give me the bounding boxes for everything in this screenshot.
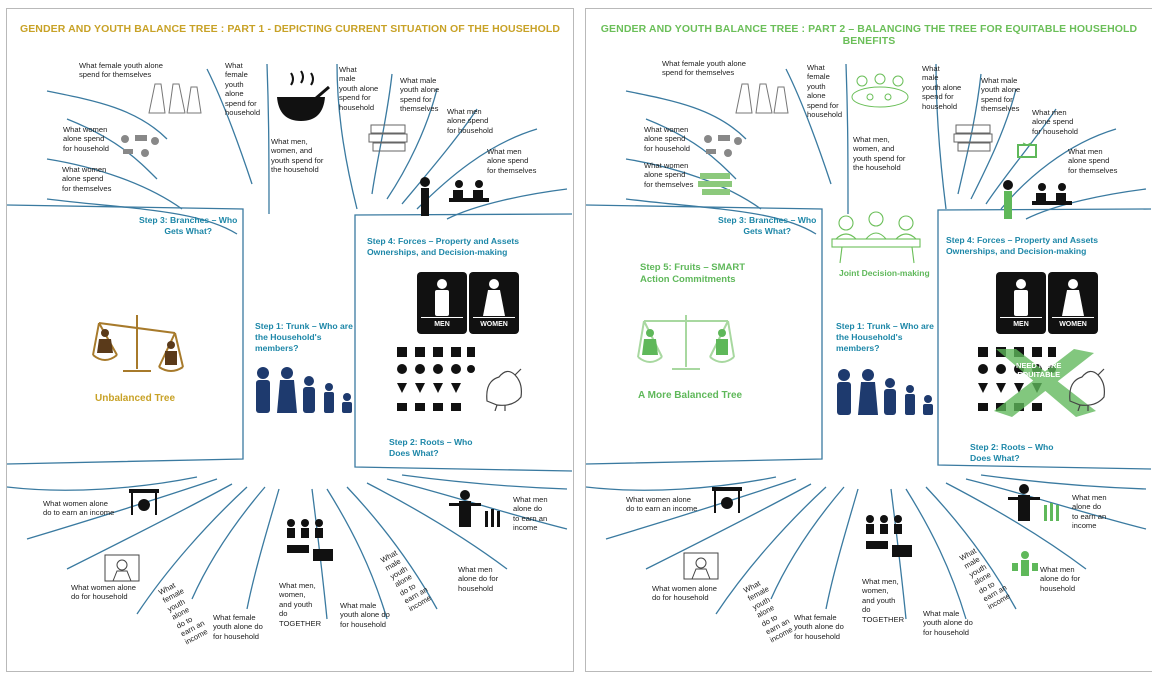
- step4-label: Step 4: Forces – Property and Assets Own…: [946, 235, 1099, 256]
- tv-icon: [1017, 142, 1037, 158]
- label-all-household: What men, women, and youth spend for the…: [271, 137, 324, 175]
- scale-label: Unbalanced Tree: [95, 393, 176, 404]
- woman-icon: [1062, 279, 1084, 316]
- farmer-icon: [449, 490, 500, 527]
- joint-decision-label: Joint Decision-making: [839, 268, 930, 278]
- panel-title: GENDER AND YOUTH BALANCE TREE : PART 1 -…: [19, 23, 561, 35]
- label-men-self: What men alone spend for themselves: [1068, 147, 1118, 175]
- man-icon: [435, 279, 449, 316]
- root-together: What men, women, and youth do TOGETHER: [279, 581, 322, 628]
- label-male-youth-household: What male youth alone spend for househol…: [339, 65, 379, 112]
- men-sign-label: MEN: [1013, 321, 1029, 328]
- label-female-youth-self: What female youth alone spend for themse…: [79, 61, 164, 80]
- feast-icon: [851, 73, 909, 108]
- panel-title: GENDER AND YOUTH BALANCE TREE : PART 2 –…: [600, 23, 1138, 47]
- cookware-icon: [121, 135, 159, 157]
- farmer-icon: [1008, 484, 1059, 521]
- root-women-household: What women alone do for household: [652, 584, 718, 603]
- label-female-youth-household: What female youth alone spend for househ…: [225, 61, 261, 118]
- step5-label: Step 5: Fruits – SMART Action Commitment…: [640, 262, 746, 285]
- label-female-youth-self: What female youth alone spend for themse…: [662, 59, 747, 78]
- joint-decision-icon: [831, 211, 921, 264]
- label-women-self: What women alone spend for themselves: [644, 161, 694, 189]
- family-icon: [837, 369, 933, 415]
- need-more-label: NEED MORE EQUITABLE: [1016, 361, 1062, 379]
- vendor-stall-icon: [129, 489, 159, 515]
- label-women-household: What women alone spend for household: [644, 125, 691, 153]
- root-men-income: What men alone do to earn an income: [1072, 493, 1107, 531]
- balance-scale-icon: [637, 315, 735, 370]
- together-tasks-icon: [287, 519, 333, 561]
- root-men-income: What men alone do to earn an income: [513, 495, 548, 533]
- panel-part2: GENDER AND YOUTH BALANCE TREE : PART 2 –…: [585, 8, 1152, 672]
- housework-icon: [683, 552, 719, 580]
- root-female-youth-household: What female youth alone do for household: [794, 613, 844, 641]
- root-men-household: What men alone do for household: [1040, 565, 1081, 593]
- scale-label: A More Balanced Tree: [638, 390, 743, 401]
- rooster-icon: [1069, 368, 1105, 411]
- dress-icon: [735, 83, 789, 114]
- women-sign: WOMEN: [469, 272, 519, 334]
- label-men-household: What men alone spend for household: [1032, 108, 1079, 136]
- books-icon: [368, 124, 408, 152]
- livestock-icon: [397, 347, 475, 411]
- root-female-youth-household: What female youth alone do for household: [213, 613, 263, 641]
- cookware-icon: [704, 135, 742, 157]
- label-male-youth-self: What male youth alone spend for themselv…: [400, 76, 440, 114]
- vendor-stall-icon: [712, 487, 742, 513]
- men-sign-label: MEN: [434, 321, 450, 328]
- label-male-youth-household: What male youth alone spend for househol…: [922, 64, 962, 111]
- people-meeting-icon: [420, 177, 489, 216]
- housework-icon: [104, 554, 140, 582]
- cooking-pot-icon: [277, 70, 330, 121]
- rooster-icon: [486, 368, 522, 411]
- label-female-youth-household: What female youth alone spend for househ…: [807, 63, 843, 120]
- label-all-household: What men, women, and youth spend for the…: [853, 135, 906, 173]
- man-icon: [1014, 279, 1028, 316]
- step3-label: Step 3: Branches – Who Gets What?: [139, 215, 238, 236]
- men-sign: MEN: [417, 272, 467, 334]
- label-women-household: What women alone spend for household: [63, 125, 110, 153]
- family-icon: [256, 367, 352, 413]
- books-icon: [698, 173, 732, 195]
- step1-label: Step 1: Trunk – Who are the Household's …: [255, 321, 353, 353]
- balance-scale-icon: [92, 315, 184, 372]
- root-male-youth-household: What male youth alone do for household: [340, 601, 390, 629]
- water-carrier-icon: [1012, 551, 1038, 576]
- together-tasks-icon: [866, 515, 912, 557]
- people-meeting-icon: [1003, 180, 1072, 219]
- need-more-equitable-cross: [994, 349, 1096, 417]
- root-men-household: What men alone do for household: [458, 565, 499, 593]
- step2-label: Step 2: Roots – Who Does What?: [970, 442, 1054, 463]
- panel-part1: GENDER AND YOUTH BALANCE TREE : PART 1 -…: [6, 8, 574, 672]
- root-women-household: What women alone do for household: [71, 583, 137, 602]
- step1-label: Step 1: Trunk – Who are the Household's …: [836, 321, 934, 353]
- label-men-household: What men alone spend for household: [447, 107, 494, 135]
- women-sign: WOMEN: [1048, 272, 1098, 334]
- women-sign-label: WOMEN: [1059, 321, 1087, 328]
- step4-label: Step 4: Forces – Property and Assets Own…: [367, 236, 520, 257]
- dress-icon: [148, 83, 202, 114]
- label-male-youth-self: What male youth alone spend for themselv…: [981, 76, 1021, 114]
- men-sign: MEN: [996, 272, 1046, 334]
- root-male-youth-household: What male youth alone do for household: [923, 609, 973, 637]
- root-women-income: What women alone do to earn an income: [43, 499, 115, 518]
- label-men-self: What men alone spend for themselves: [487, 147, 537, 175]
- step3-label: Step 3: Branches – Who Gets What?: [718, 215, 817, 236]
- books-stack-icon: [953, 124, 993, 152]
- women-sign-label: WOMEN: [480, 321, 508, 328]
- root-women-income: What women alone do to earn an income: [626, 495, 698, 514]
- woman-icon: [483, 279, 505, 316]
- step2-label: Step 2: Roots – Who Does What?: [389, 437, 473, 458]
- label-women-self: What women alone spend for themselves: [62, 165, 112, 193]
- root-together: What men, women, and youth do TOGETHER: [862, 577, 905, 624]
